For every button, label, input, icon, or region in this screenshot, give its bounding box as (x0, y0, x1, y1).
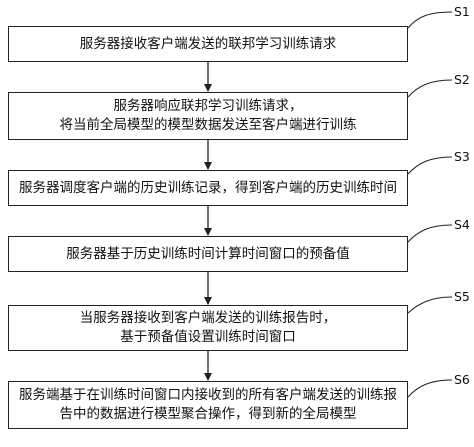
step-s2-line-2: 将当前全局模型的模型数据发送至客户端进行训练 (59, 117, 357, 133)
step-box-s3: 服务器调度客户端的历史训练记录，得到客户端的历史训练时间 (8, 170, 408, 206)
step-label-s6: S6 (454, 372, 470, 387)
step-s6-line-2: 告中的数据进行模型聚合操作，得到新的全局模型 (59, 406, 357, 422)
leader-s6 (407, 379, 453, 398)
step-s1-line-1: 服务器接收客户端发送的联邦学习训练请求 (79, 35, 337, 52)
step-s5-line-1: 当服务器接收到客户端发送的训练报告时， (79, 310, 337, 326)
step-box-s4: 服务器基于历史训练时间计算时间窗口的预备值 (8, 236, 408, 272)
step-s3-line-1: 服务器调度客户端的历史训练记录，得到客户端的历史训练时间 (19, 179, 397, 196)
step-box-s2: 服务器响应联邦学习训练请求， 将当前全局模型的模型数据发送至客户端进行训练 (8, 92, 408, 140)
leader-s4 (407, 224, 453, 243)
step-box-s1: 服务器接收客户端发送的联邦学习训练请求 (8, 26, 408, 62)
step-label-s4: S4 (454, 217, 470, 232)
leader-s5 (407, 296, 453, 314)
step-box-s6: 服务端基于在训练时间窗口内接收到的所有客户端发送的训练报 告中的数据进行模型聚合… (8, 381, 408, 429)
step-s4-line-1: 服务器基于历史训练时间计算时间窗口的预备值 (66, 245, 350, 262)
step-label-s1: S1 (454, 4, 470, 19)
step-label-s3: S3 (454, 149, 470, 164)
step-s5-line-2: 基于预备值设置训练时间窗口 (120, 329, 296, 345)
step-box-s5: 当服务器接收到客户端发送的训练报告时， 基于预备值设置训练时间窗口 (8, 305, 408, 351)
leader-s1 (407, 11, 453, 29)
step-s6-line-1: 服务端基于在训练时间窗口内接收到的所有客户端发送的训练报 (19, 387, 397, 403)
step-label-s5: S5 (454, 289, 470, 304)
step-s2-line-1: 服务器响应联邦学习训练请求， (113, 98, 303, 114)
step-label-s2: S2 (454, 72, 470, 87)
leader-s2 (407, 79, 453, 98)
leader-s3 (407, 156, 453, 175)
